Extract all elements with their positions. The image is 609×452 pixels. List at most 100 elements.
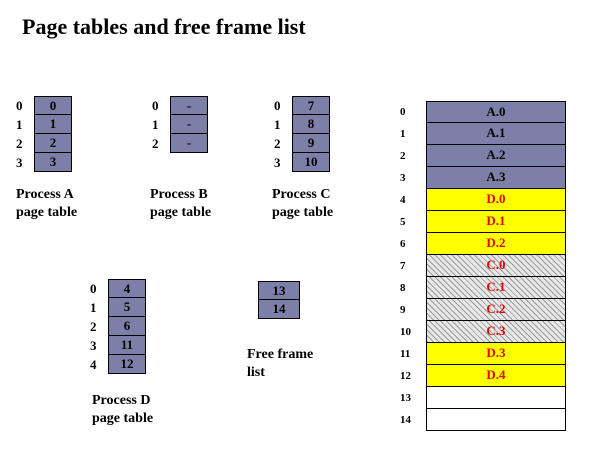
- free-frame-list-label: Free frame list: [247, 346, 313, 382]
- memory-frame: A.0: [426, 101, 566, 123]
- frame-number: 11: [400, 348, 411, 360]
- frame-cell: 12: [108, 354, 146, 374]
- memory-frame: A.3: [426, 166, 566, 189]
- frame-number: 2: [400, 150, 406, 162]
- page-table-row: 2-: [152, 133, 208, 153]
- label-line: page table: [272, 205, 334, 220]
- frame-number: 0: [400, 106, 406, 118]
- frame-cell: 1: [34, 114, 72, 134]
- label-line: page table: [92, 411, 154, 426]
- page-index: 2: [152, 136, 159, 151]
- frame-number: 13: [400, 392, 411, 404]
- free-frame-cell: 13: [258, 281, 300, 300]
- frame-number: 6: [400, 238, 406, 250]
- page-index: 0: [274, 98, 281, 113]
- frame-cell: 4: [108, 279, 146, 298]
- frame-cell: 6: [108, 316, 146, 336]
- frame-number: 10: [400, 326, 411, 338]
- frame-number: 12: [400, 370, 411, 382]
- memory-frame-row: 14: [400, 408, 566, 431]
- memory-frame: D.4: [426, 364, 566, 387]
- frame-cell: -: [170, 133, 208, 153]
- frame-number: 1: [400, 128, 406, 140]
- memory-frame-row: 11 D.3: [400, 342, 566, 365]
- label-line: Process C: [272, 187, 331, 202]
- memory-frame-row: 3 A.3: [400, 166, 566, 189]
- frame-number: 3: [400, 172, 406, 184]
- label-line: Process D: [92, 393, 151, 408]
- memory-frame-row: 13: [400, 386, 566, 409]
- page-index: 0: [90, 281, 97, 296]
- memory-frame: A.2: [426, 144, 566, 167]
- page-index: 2: [16, 136, 23, 151]
- label-line: Free frame: [247, 347, 314, 362]
- frame-cell: 3: [34, 152, 72, 172]
- free-frame-cell: 14: [258, 299, 300, 319]
- frame-cell: -: [170, 114, 208, 134]
- page-index: 2: [274, 136, 281, 151]
- memory-frame: D.0: [426, 188, 566, 211]
- frame-cell: 10: [292, 152, 330, 172]
- page-index: 4: [90, 357, 97, 372]
- page-index: 0: [152, 98, 159, 113]
- process-b-page-table: 0- 1- 2-: [152, 96, 208, 153]
- frame-cell: 11: [108, 335, 146, 355]
- memory-frame: D.2: [426, 232, 566, 255]
- memory-frame: C.3: [426, 320, 566, 343]
- memory-frame: C.2: [426, 298, 566, 321]
- free-frame-row: 14: [258, 299, 300, 319]
- page-index: 1: [16, 117, 23, 132]
- page-index: 3: [274, 155, 281, 170]
- page-title: Page tables and free frame list: [22, 14, 306, 39]
- page-index: 2: [90, 319, 97, 334]
- memory-frame: C.1: [426, 276, 566, 299]
- page-table-row: 4 12: [90, 354, 146, 374]
- process-c-label: Process C page table: [272, 186, 333, 222]
- free-frame-list: 13 14: [258, 281, 300, 319]
- memory-frame-row: 12 D.4: [400, 364, 566, 387]
- frame-number: 7: [400, 260, 406, 272]
- memory-frame-row: 10 C.3: [400, 320, 566, 343]
- frame-cell: 9: [292, 133, 330, 153]
- page-index: 3: [16, 155, 23, 170]
- label-line: page table: [16, 205, 78, 220]
- frame-number: 5: [400, 216, 406, 228]
- frame-cell: 8: [292, 114, 330, 134]
- frame-number: 14: [400, 414, 411, 426]
- memory-frame-row: 9 C.2: [400, 298, 566, 321]
- frame-number: 9: [400, 304, 406, 316]
- process-a-label: Process A page table: [16, 186, 77, 222]
- label-line: page table: [150, 205, 212, 220]
- frame-cell: 2: [34, 133, 72, 153]
- frame-cell: 0: [34, 96, 72, 115]
- memory-frame-row: 0 A.0: [400, 101, 566, 123]
- memory-frame: D.3: [426, 342, 566, 365]
- page-index: 1: [152, 117, 159, 132]
- label-line: Process A: [16, 187, 74, 202]
- label-line: Process B: [150, 187, 208, 202]
- page-index: 3: [90, 338, 97, 353]
- memory-frame-row: 6 D.2: [400, 232, 566, 255]
- page-index: 0: [16, 98, 23, 113]
- memory-frame-row: 2 A.2: [400, 144, 566, 167]
- label-line: list: [247, 365, 265, 380]
- page-table-row: 3 11: [90, 335, 146, 355]
- memory-frame: [426, 408, 566, 431]
- process-d-label: Process D page table: [92, 392, 153, 428]
